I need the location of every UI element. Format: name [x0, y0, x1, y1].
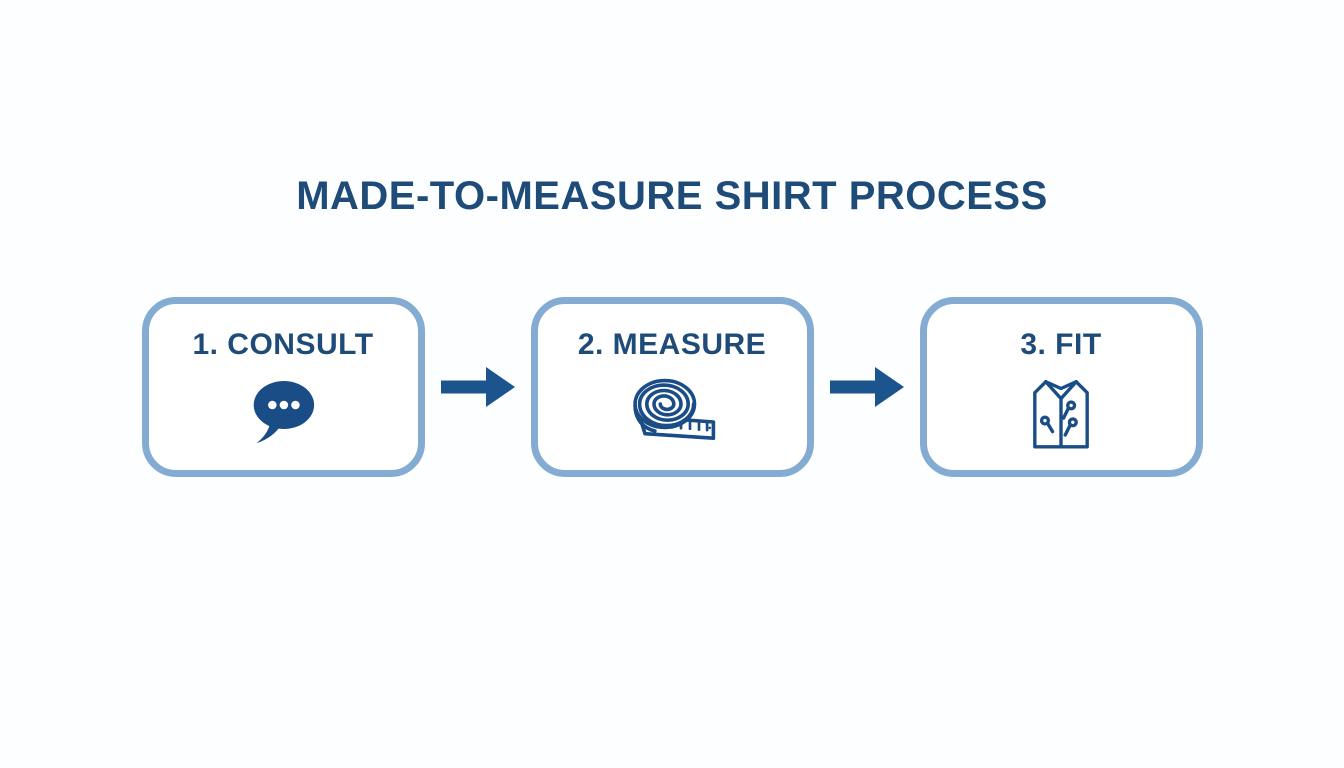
arrow-right-icon [829, 367, 904, 407]
step-label: 2. MEASURE [577, 328, 767, 361]
step-box-consult: 1. CONSULT [141, 297, 425, 477]
arrow-right-icon [440, 367, 515, 407]
tape-measure-icon [618, 362, 726, 470]
speech-bubble-icon [243, 362, 323, 470]
step-label: 1. CONSULT [192, 328, 374, 361]
process-flow: 1. CONSULT 2. MEASURE [0, 297, 1344, 477]
page-title: MADE-TO-MEASURE SHIRT PROCESS [296, 174, 1048, 218]
connector-1 [425, 367, 531, 407]
shirt-icon [1023, 362, 1099, 470]
step-box-measure: 2. MEASURE [530, 297, 814, 477]
step-box-fit: 3. FIT [919, 297, 1203, 477]
step-label: 3. FIT [1020, 328, 1102, 361]
connector-2 [814, 367, 920, 407]
